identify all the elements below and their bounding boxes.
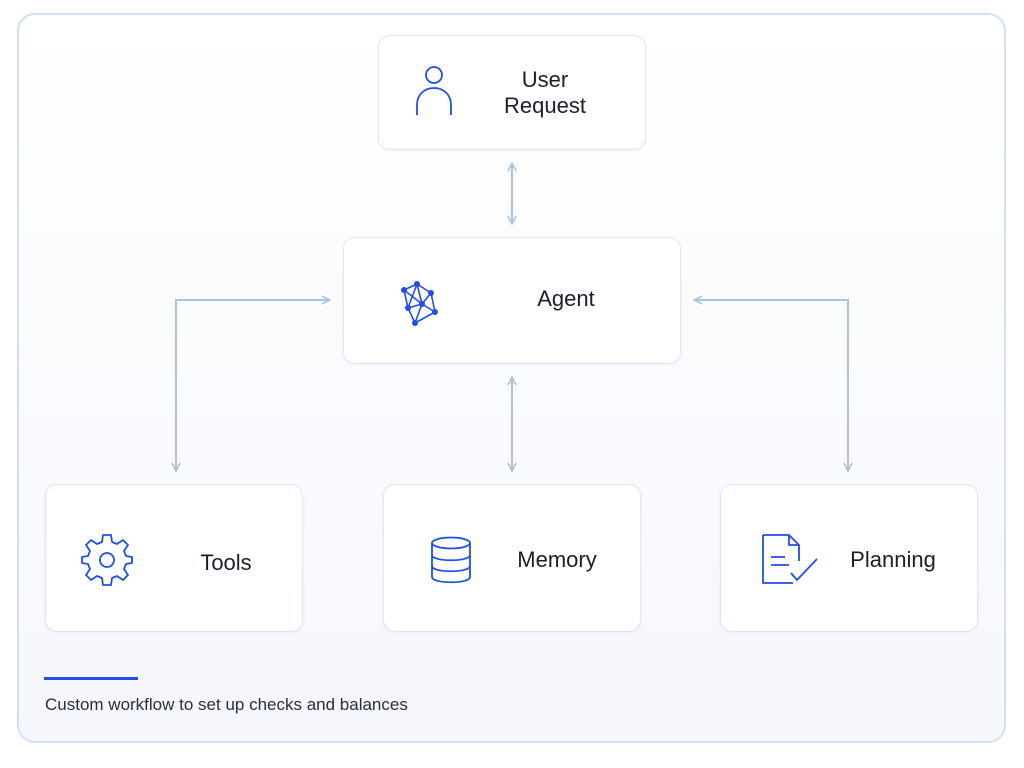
agent-tools-arrow — [176, 300, 330, 471]
tools-label: Tools — [200, 550, 252, 575]
diagram-caption: Custom workflow to set up checks and bal… — [45, 695, 408, 714]
agent-node: Agent — [343, 237, 681, 364]
agent-label: Agent — [537, 286, 595, 311]
memory-label: Memory — [517, 547, 597, 572]
user-request-label-line2: Request — [504, 93, 586, 118]
tools-node: Tools — [45, 484, 303, 632]
gear-icon — [81, 534, 133, 586]
checklist-document-icon — [762, 534, 818, 584]
planning-label: Planning — [850, 547, 936, 572]
database-icon — [431, 536, 471, 584]
agent-planning-arrow — [694, 300, 848, 471]
user-request-node: User Request — [378, 35, 646, 150]
caption-accent-line — [44, 677, 138, 680]
neural-network-icon — [401, 281, 438, 326]
memory-node: Memory — [383, 484, 641, 632]
user-icon — [416, 66, 452, 115]
planning-node: Planning — [720, 484, 978, 632]
user-request-label-line1: User — [521, 67, 569, 92]
